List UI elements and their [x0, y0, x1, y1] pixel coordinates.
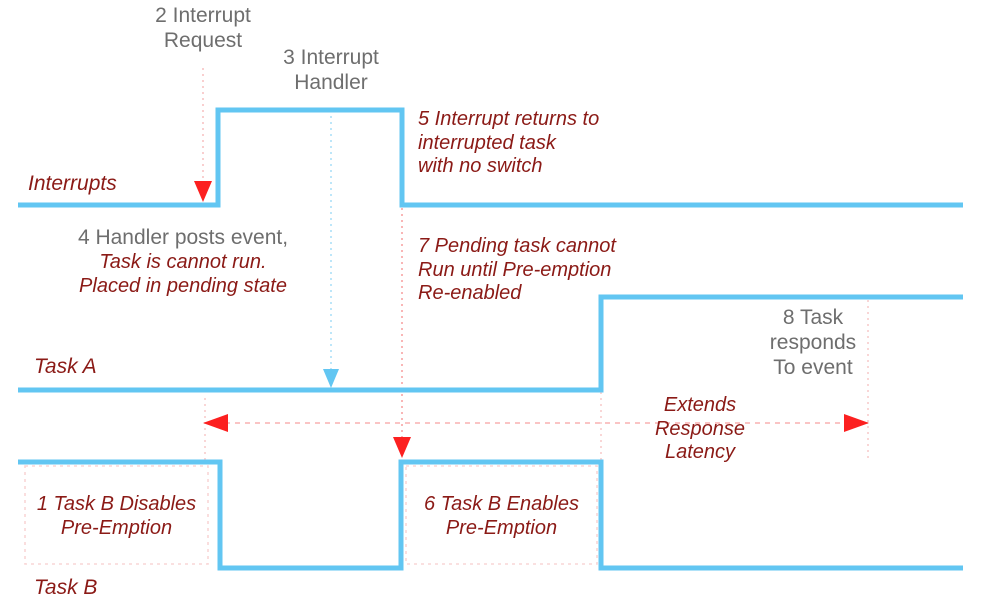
red-down-arrow-icon-preemption-reenabled: [393, 437, 411, 458]
signal-label-task-b: Task B: [34, 576, 98, 599]
red-right-arrow-icon-latency-end: [844, 414, 869, 432]
red-left-arrow-icon-latency-start: [203, 414, 228, 432]
annotation-pending-task-cannot-run: 7 Pending task cannot Run until Pre-empt…: [418, 235, 616, 305]
annotation-interrupt-handler: 3 Interrupt Handler: [283, 46, 379, 94]
caption-box-task-b-enables: [405, 465, 598, 565]
signal-label-task-a: Task A: [34, 355, 97, 378]
annotation-interrupt-request: 2 Interrupt Request: [155, 4, 251, 52]
waveform-interrupts: [18, 107, 963, 208]
waveform-task-a: [18, 294, 963, 393]
annotation-extends-response-latency: Extends Response Latency: [654, 394, 746, 464]
annotation-handler-posts-event: 4 Handler posts event,: [77, 226, 289, 249]
annotation-task-pending: Task is cannot run. Placed in pending st…: [79, 251, 287, 297]
annotation-task-b-enables-preemption: 6 Task B Enables Pre-Emption: [424, 493, 579, 539]
waveform-task-b: [18, 459, 963, 571]
annotation-interrupt-returns: 5 Interrupt returns to interrupted task …: [418, 108, 600, 178]
blue-down-arrow-icon-handler-event: [323, 369, 339, 388]
caption-box-task-b-disables: [24, 465, 209, 565]
red-down-arrow-icon-interrupt-request: [194, 181, 212, 202]
annotation-task-b-disables-preemption: 1 Task B Disables Pre-Emption: [36, 493, 197, 539]
annotation-task-responds: 8 Task responds To event: [769, 306, 857, 379]
signal-label-interrupts: Interrupts: [28, 172, 117, 195]
